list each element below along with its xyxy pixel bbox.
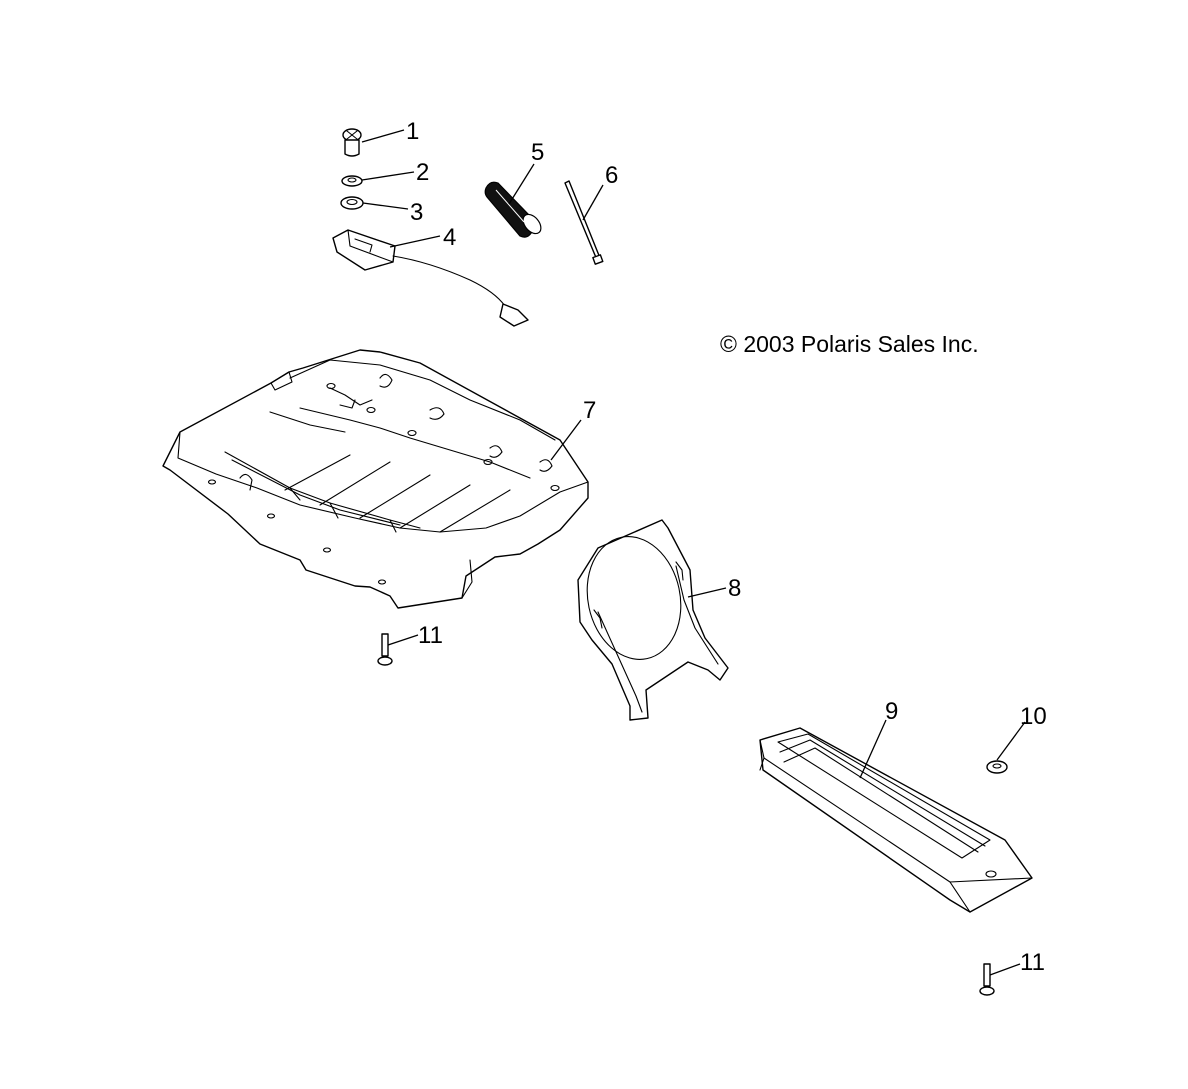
part-10-grommet: [986, 760, 1008, 774]
leader-11-left: [387, 634, 419, 646]
callout-4: 4: [443, 224, 456, 251]
part-2-washer: [341, 175, 363, 187]
callout-7: 7: [583, 397, 596, 424]
leader-1: [361, 129, 405, 143]
part-6-cable-tie: [564, 180, 604, 265]
part-4-sensor-harness: [332, 229, 529, 327]
part-5-sleeve: [484, 181, 542, 238]
part-7-skid-plate: [162, 349, 589, 609]
leader-8: [687, 587, 727, 598]
callout-2: 2: [416, 159, 429, 186]
callout-9: 9: [885, 698, 898, 725]
callout-1: 1: [406, 118, 419, 145]
callout-3: 3: [410, 199, 423, 226]
callout-6: 6: [605, 162, 618, 189]
leader-3: [362, 202, 409, 210]
leader-10: [996, 721, 1026, 761]
part-11-bolt-right: [979, 963, 995, 996]
leader-2: [361, 171, 415, 181]
part-3-washer: [340, 196, 364, 210]
leader-4: [389, 235, 441, 248]
callout-8: 8: [728, 575, 741, 602]
callout-10: 10: [1020, 703, 1047, 730]
callout-5: 5: [531, 139, 544, 166]
leader-9: [859, 719, 887, 779]
leader-11-right: [989, 963, 1021, 976]
part-1-screw: [342, 128, 362, 157]
part-8-fan-shroud: [577, 519, 729, 721]
copyright-notice: © 2003 Polaris Sales Inc.: [720, 331, 979, 357]
part-9-trim-panel: [759, 727, 1033, 913]
leader-6: [582, 184, 604, 221]
leader-7: [550, 419, 582, 461]
leader-5: [508, 163, 535, 205]
callout-11-left: 11: [418, 622, 443, 649]
callout-11-right: 11: [1020, 949, 1045, 976]
part-11-bolt-left: [377, 633, 393, 666]
